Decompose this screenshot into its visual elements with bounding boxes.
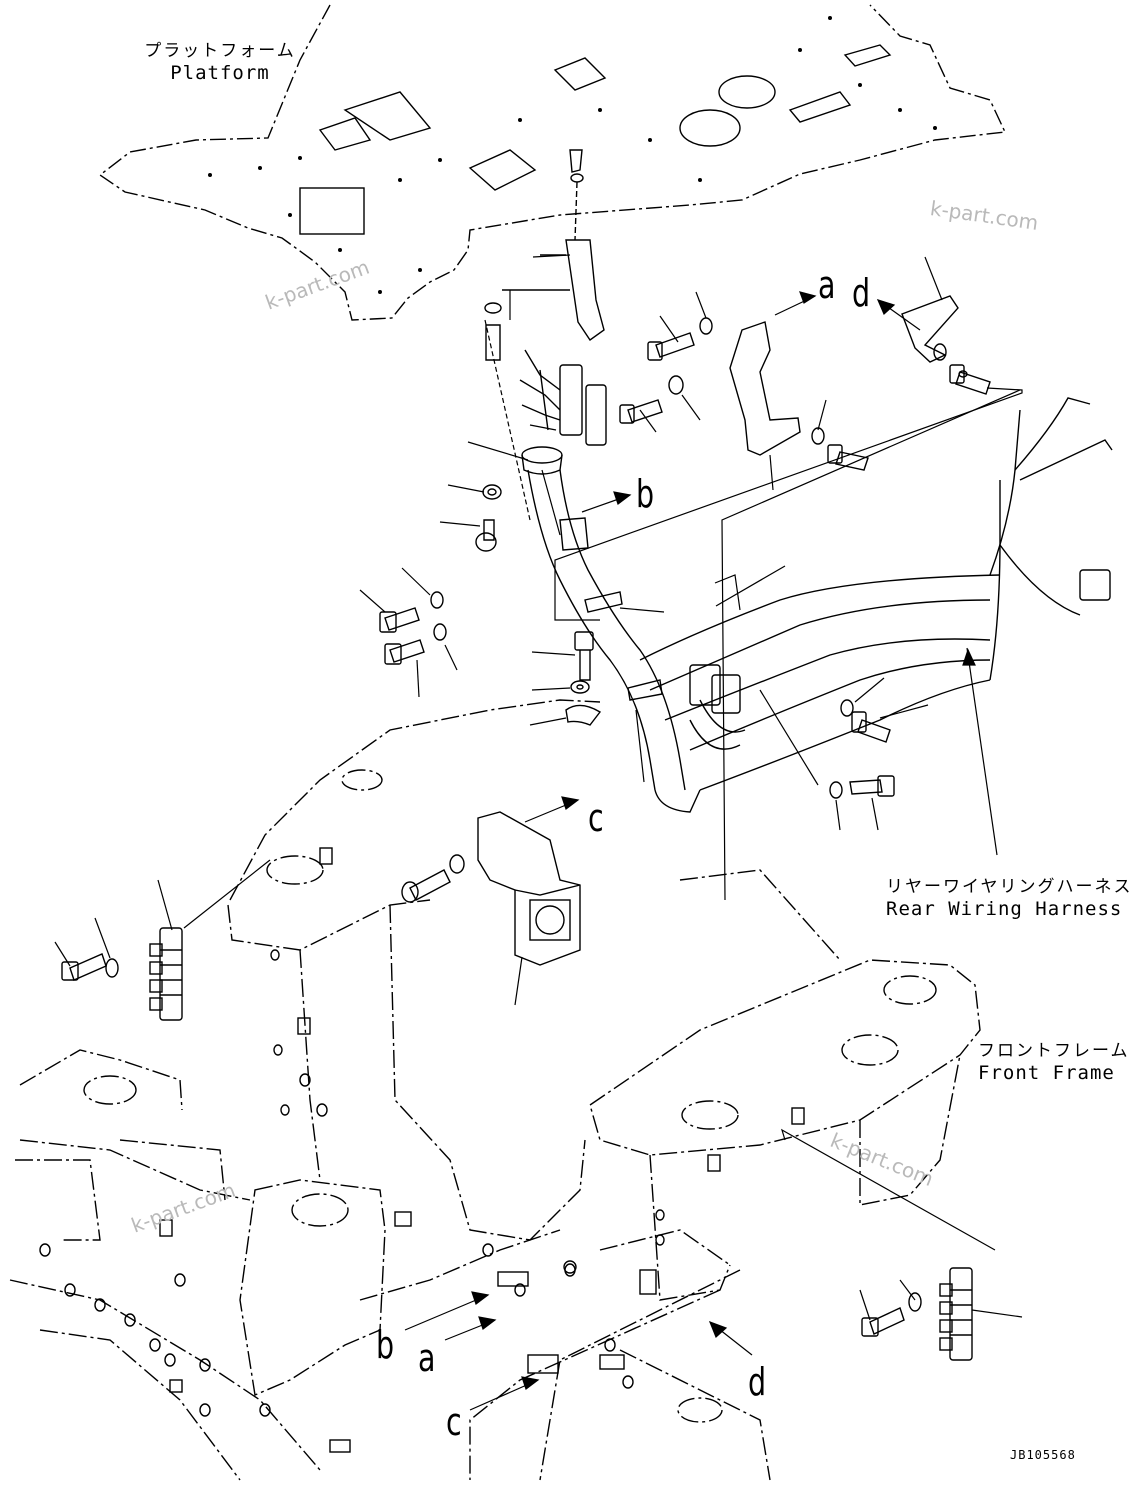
ref-c-top: c — [588, 796, 604, 840]
reference-arrows[interactable] — [404, 291, 976, 1411]
ref-b-top: b — [636, 472, 655, 516]
upper-bracket — [484, 239, 605, 361]
connector-bundle — [519, 349, 607, 475]
rear-harness-label: リヤーワイヤリングハーネス Rear Wiring Harness — [886, 876, 1133, 920]
rear-wiring-harness — [527, 397, 1113, 813]
platform-label: プラットフォーム Platform — [140, 40, 300, 84]
front-frame-label: フロントフレーム Front Frame — [978, 1040, 1130, 1084]
side-bracket — [729, 295, 959, 456]
front-frame — [9, 699, 981, 1481]
ref-c-bottom: c — [446, 1400, 462, 1444]
drawing-code: JB105568 — [1010, 1448, 1076, 1462]
ref-a-top: a — [818, 263, 836, 307]
rear-harness-label-jp: リヤーワイヤリングハーネス — [886, 877, 1133, 897]
ref-d-bottom: d — [748, 1360, 767, 1404]
platform-label-en: Platform — [170, 62, 270, 84]
platform-label-jp: プラットフォーム — [144, 41, 296, 61]
relay-block-right — [939, 1267, 973, 1361]
front-frame-label-en: Front Frame — [978, 1062, 1115, 1084]
frame-holes — [39, 847, 805, 1453]
relay-block-left — [149, 927, 183, 1021]
ref-a-bottom: a — [418, 1336, 436, 1380]
platform-plate — [98, 4, 1007, 321]
rear-harness-label-en: Rear Wiring Harness — [886, 898, 1123, 920]
front-frame-label-jp: フロントフレーム — [978, 1041, 1130, 1061]
ref-b-bottom: b — [376, 1323, 395, 1367]
leader-lines — [54, 254, 1023, 1321]
ref-d-top: d — [852, 271, 871, 315]
junction-bracket — [477, 811, 581, 966]
fasteners — [61, 317, 991, 1337]
